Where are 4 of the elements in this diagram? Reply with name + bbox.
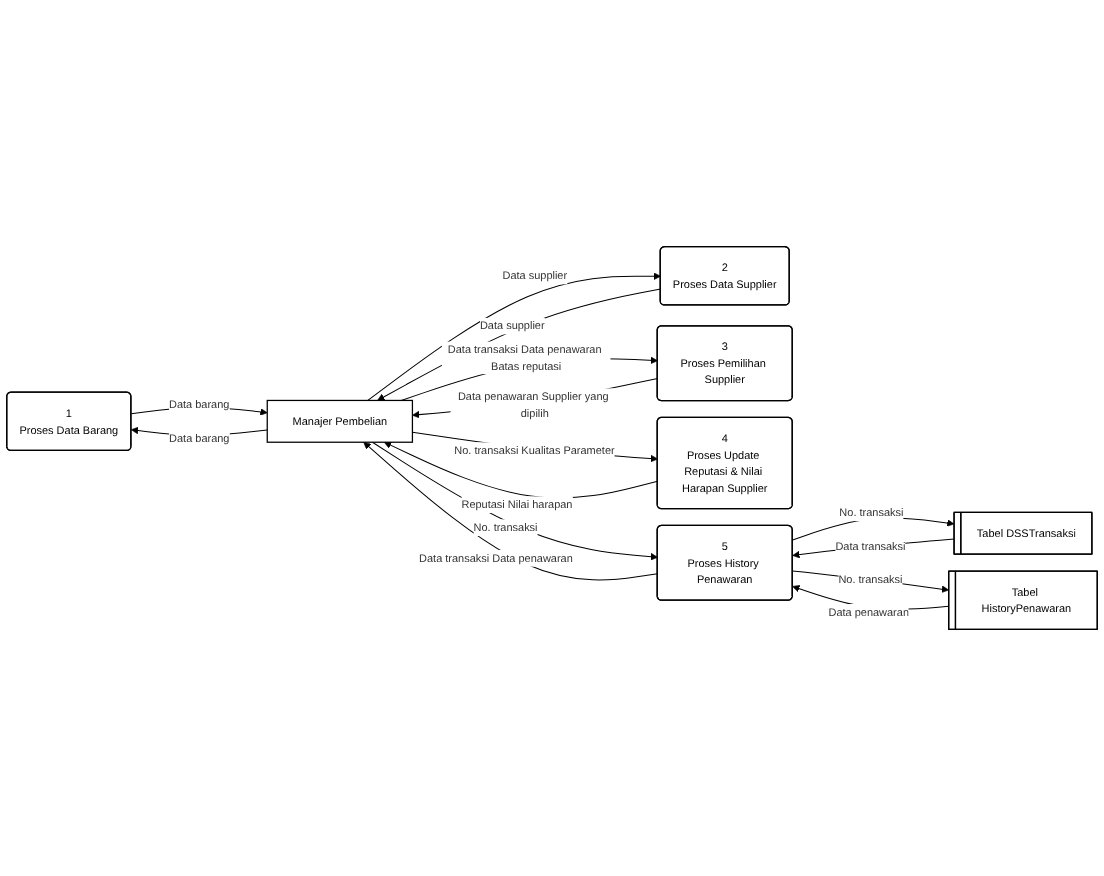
arrow <box>363 441 659 581</box>
arrow <box>371 441 658 561</box>
arrow <box>792 570 950 593</box>
arrow <box>383 441 659 499</box>
